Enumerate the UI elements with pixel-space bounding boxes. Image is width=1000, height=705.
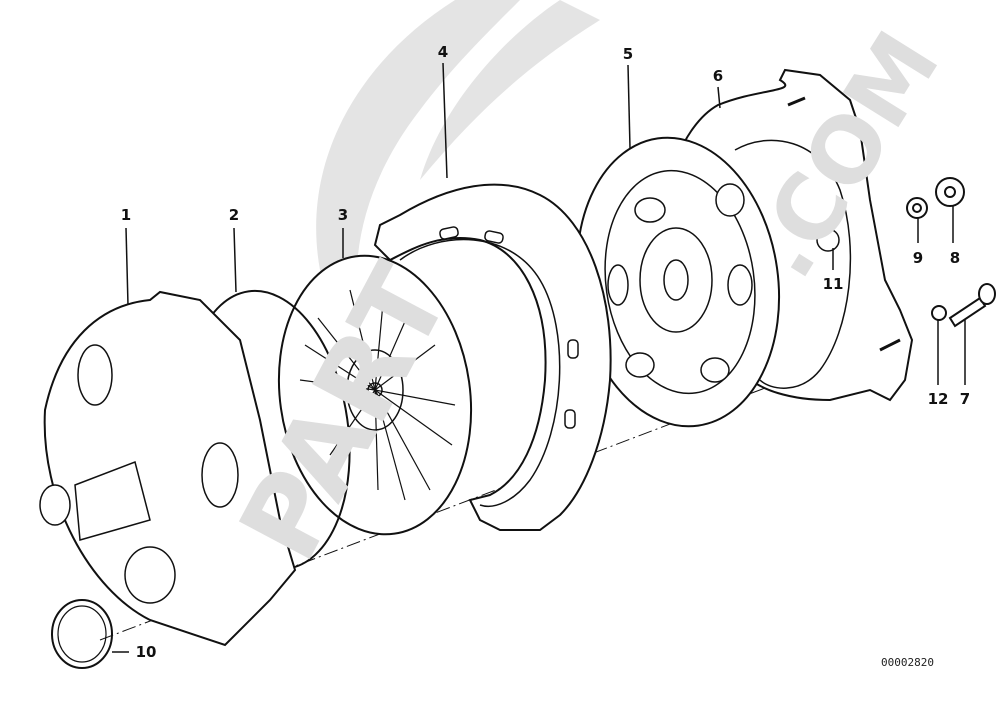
callout-6[interactable]: 6 xyxy=(712,67,724,85)
watermark-swoosh xyxy=(316,0,600,380)
callout-8[interactable]: 8 xyxy=(949,249,961,267)
part-12-washer xyxy=(931,305,947,321)
part-1-housing xyxy=(39,290,297,647)
callout-5[interactable]: 5 xyxy=(622,45,634,63)
callout-1[interactable]: 1 xyxy=(120,206,132,224)
callout-2[interactable]: 2 xyxy=(228,206,240,224)
part-4-pressure-plate xyxy=(373,183,612,531)
callout-10[interactable]: 10 xyxy=(135,643,157,661)
diagram-reference-number: 00002820 xyxy=(881,656,934,669)
callout-11[interactable]: 11 xyxy=(822,275,844,293)
callout-3[interactable]: 3 xyxy=(337,206,349,224)
part-3-clutch-disc xyxy=(277,254,473,536)
callout-12[interactable]: 12 xyxy=(927,390,949,408)
callout-7[interactable]: 7 xyxy=(959,390,971,408)
part-7-bolt xyxy=(948,283,996,328)
part-10-seal-ring xyxy=(51,599,113,669)
part-8-nut xyxy=(935,177,965,207)
callout-4[interactable]: 4 xyxy=(437,43,449,61)
callout-9[interactable]: 9 xyxy=(912,249,924,267)
part-9-nut xyxy=(906,197,928,219)
leader-lines xyxy=(112,62,966,653)
